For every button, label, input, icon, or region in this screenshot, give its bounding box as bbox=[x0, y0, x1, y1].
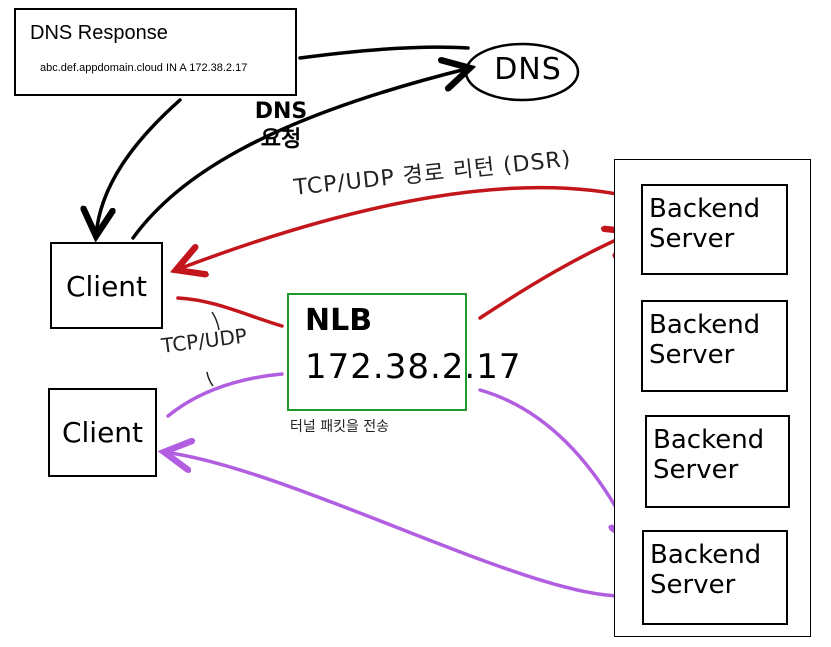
tcp-udp-pointer bbox=[206, 371, 214, 387]
tunnel-packet-label: 터널 패킷을 전송 bbox=[290, 419, 390, 435]
backend-server-2-label: Backend Server bbox=[649, 310, 760, 370]
dsr-return-arrow bbox=[176, 185, 638, 270]
backend-server-1-line1: Backend bbox=[649, 194, 761, 224]
backend-server-1-label: Backend Server bbox=[649, 194, 760, 254]
backend-server-1: Backend Server bbox=[641, 184, 788, 275]
backend-server-group: Backend Server Backend Server Backend Se… bbox=[614, 159, 811, 637]
backend-server-3-label: Backend Server bbox=[653, 425, 764, 485]
dns-response-box: DNS Response abc.def.appdomain.cloud IN … bbox=[14, 8, 297, 96]
client-box-2: Client bbox=[48, 388, 157, 477]
backend-server-4-line1: Backend bbox=[650, 540, 762, 570]
dns-server-label: DNS bbox=[494, 52, 562, 87]
backend-server-3-line1: Backend bbox=[653, 425, 765, 455]
backend-server-4-label: Backend Server bbox=[650, 540, 761, 600]
dns-request-label: DNS 요청 bbox=[245, 98, 317, 154]
nlb-to-server-red bbox=[478, 232, 634, 320]
backend-server-2: Backend Server bbox=[641, 300, 788, 392]
dns-request-label-line1: DNS bbox=[254, 99, 308, 124]
server-to-client-purple bbox=[164, 452, 642, 598]
dns-response-record: abc.def.appdomain.cloud IN A 172.38.2.17 bbox=[40, 62, 248, 74]
nlb-to-server-purple bbox=[478, 388, 636, 545]
tcp-udp-pointer-top bbox=[211, 311, 220, 331]
backend-server-3-line2: Server bbox=[653, 455, 739, 485]
client-to-nlb-red bbox=[176, 296, 284, 328]
nlb-ip-address: 172.38.2.17 bbox=[305, 347, 522, 387]
dns-response-title: DNS Response bbox=[30, 22, 168, 44]
client-to-nlb-purple bbox=[166, 372, 284, 418]
backend-server-2-line2: Server bbox=[649, 340, 735, 370]
backend-server-2-line1: Backend bbox=[649, 310, 761, 340]
backend-server-4: Backend Server bbox=[642, 530, 788, 625]
backend-server-4-line2: Server bbox=[650, 570, 736, 600]
dns-request-label-line2: 요청 bbox=[260, 127, 302, 152]
backend-server-3: Backend Server bbox=[645, 415, 790, 508]
nlb-box: NLB 172.38.2.17 bbox=[287, 293, 520, 411]
client-box-1: Client bbox=[50, 242, 163, 329]
client-label-2: Client bbox=[61, 416, 144, 449]
client-label-1: Client bbox=[65, 270, 148, 303]
dns-response-arrow bbox=[96, 98, 182, 236]
backend-server-1-line2: Server bbox=[649, 224, 735, 254]
dns-request-arrow bbox=[131, 68, 470, 240]
nlb-title: NLB bbox=[305, 303, 373, 338]
dns-response-link bbox=[298, 45, 470, 60]
